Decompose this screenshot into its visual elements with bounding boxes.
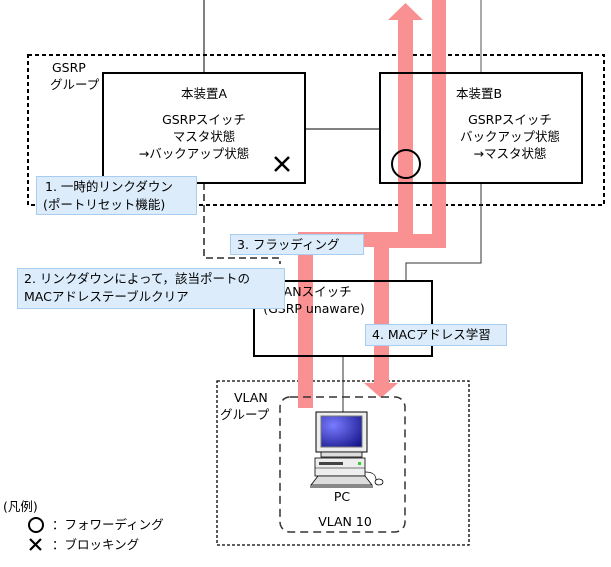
- lan-switch-label: LANスイッチ (GSRP unaware): [254, 283, 374, 317]
- callout-1-line2: (ポートリセット機能): [43, 197, 166, 212]
- device-a-state-before: マスタ状態: [172, 129, 236, 144]
- vlan-group-label: VLAN グループ: [220, 389, 269, 423]
- legend-cross-icon: [29, 538, 42, 551]
- vlan10-boundary: [279, 396, 406, 533]
- legend-title: (凡例): [3, 499, 38, 514]
- device-a-box: [102, 72, 306, 184]
- device-b-role: GSRPスイッチ: [468, 112, 552, 127]
- device-a-role: GSRPスイッチ: [162, 112, 246, 127]
- learning-flow-arrow: [364, 0, 446, 398]
- device-a-state-after: →バックアップ状態: [138, 146, 250, 161]
- lan-switch-subtitle: (GSRP unaware): [263, 301, 365, 316]
- vlan-group-label-line2: グループ: [220, 407, 270, 422]
- callout-1-line1: 1. 一時的リンクダウン: [45, 179, 173, 194]
- device-a-to-lan-link-down: [203, 183, 281, 264]
- device-a-title: 本装置A: [180, 86, 228, 101]
- lan-switch-box: [253, 280, 433, 357]
- callout-step-3: 3. フラッディング: [230, 234, 364, 255]
- device-b-state-after: →マスタ状態: [473, 146, 547, 161]
- callout-step-1: 1. 一時的リンクダウン (ポートリセット機能): [36, 176, 197, 215]
- blocking-cross-icon: [274, 156, 290, 172]
- device-b-state-before: バックアップ状態: [459, 129, 560, 144]
- pc-icon: [310, 411, 384, 488]
- device-a-label: 本装置A GSRPスイッチ マスタ状態 →バックアップ状態: [103, 85, 305, 162]
- callout-2-line2: MACアドレステーブルクリア: [24, 289, 189, 304]
- device-b-to-lan-link: [405, 183, 482, 281]
- legend-item-blocking: ：ブロッキング: [52, 537, 140, 552]
- device-b-label: GSRPスイッチ バックアップ状態 →マスタ状態: [440, 111, 580, 162]
- device-b-box: [379, 72, 583, 184]
- callout-4-line1: 4. MACアドレス学習: [372, 327, 491, 342]
- callout-step-4: 4. MACアドレス学習: [365, 324, 507, 346]
- legend-circle-icon: [28, 517, 44, 533]
- gsrp-group-label: GSRP グループ: [50, 59, 99, 93]
- lan-switch-title: LANスイッチ: [276, 284, 352, 299]
- legend-item-forwarding: ：フォワーディング: [52, 517, 164, 532]
- gsrp-group-boundary: [27, 54, 605, 206]
- device-b-title: 本装置B: [456, 86, 503, 101]
- callout-step-2: 2. リンクダウンによって，該当ポートの MACアドレステーブルクリア: [17, 268, 285, 309]
- forwarding-circle-icon: [391, 149, 421, 179]
- flooding-flow-arrow: [298, 3, 423, 408]
- pc-label: PC: [333, 489, 351, 504]
- callout-3-line1: 3. フラッディング: [237, 237, 340, 252]
- gsrp-group-label-line1: GSRP: [52, 60, 86, 75]
- gsrp-group-label-line2: グループ: [50, 77, 100, 92]
- vlan-group-label-line1: VLAN: [234, 390, 268, 405]
- vlan-id-label: VLAN 10: [318, 514, 372, 529]
- callout-2-line1: 2. リンクダウンによって，該当ポートの: [24, 271, 251, 286]
